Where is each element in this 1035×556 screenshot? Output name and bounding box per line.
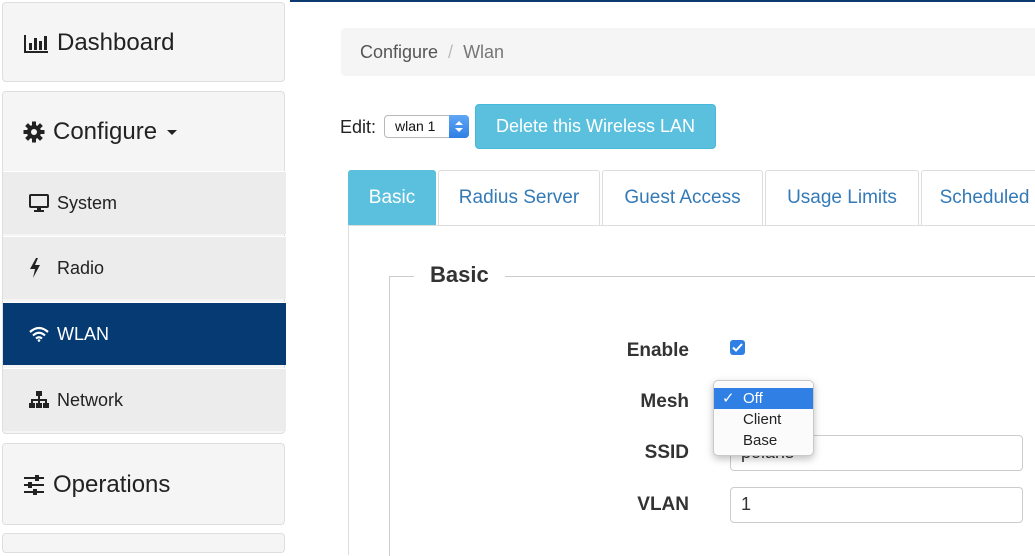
breadcrumb: Configure / Wlan bbox=[341, 28, 1035, 76]
basic-fieldset bbox=[389, 276, 1035, 556]
sidebar-item-label: Network bbox=[57, 389, 124, 410]
mesh-label: Mesh bbox=[640, 391, 689, 412]
sidebar-item-radio[interactable]: Radio bbox=[3, 236, 286, 299]
bar-chart-icon bbox=[23, 32, 49, 54]
wlan-select[interactable]: wlan 1 bbox=[384, 115, 469, 138]
vlan-label: VLAN bbox=[637, 494, 689, 515]
vlan-input[interactable]: 1 bbox=[730, 487, 1023, 523]
sidebar-item-label: WLAN bbox=[57, 323, 110, 344]
top-border bbox=[0, 0, 1035, 2]
mesh-option-label: Client bbox=[743, 411, 782, 428]
ssid-label: SSID bbox=[644, 442, 689, 463]
configure-panel: Configure System Radio bbox=[2, 91, 286, 434]
sidebar-item-label: Radio bbox=[57, 257, 105, 278]
sidebar-item-wlan[interactable]: WLAN bbox=[3, 302, 286, 365]
wlan-select-value: wlan 1 bbox=[395, 118, 436, 134]
breadcrumb-configure[interactable]: Configure bbox=[360, 41, 439, 62]
configure-toggle[interactable]: Configure bbox=[23, 118, 178, 146]
sliders-icon bbox=[23, 474, 45, 496]
dashboard-label: Dashboard bbox=[57, 29, 175, 56]
bolt-icon bbox=[29, 258, 51, 278]
sidebar-item-network[interactable]: Network bbox=[3, 368, 286, 431]
configure-label: Configure bbox=[53, 118, 158, 145]
tab-usage-limits[interactable]: Usage Limits bbox=[765, 170, 919, 225]
tab-radius-server[interactable]: Radius Server bbox=[438, 170, 600, 225]
tab-basic[interactable]: Basic bbox=[348, 170, 436, 225]
mesh-option-off[interactable]: ✓ Off bbox=[714, 388, 813, 409]
edit-label: Edit: bbox=[340, 117, 377, 137]
mesh-option-base[interactable]: Base bbox=[714, 430, 813, 451]
checkmark-icon: ✓ bbox=[722, 390, 735, 407]
mesh-option-label: Base bbox=[743, 432, 778, 449]
next-panel bbox=[2, 533, 285, 553]
tab-bar: Basic Radius Server Guest Access Usage L… bbox=[348, 170, 1035, 225]
mesh-dropdown[interactable]: ✓ Off Client Base bbox=[713, 380, 814, 456]
check-icon bbox=[732, 343, 743, 352]
fieldset-legend: Basic bbox=[414, 262, 505, 288]
operations-label: Operations bbox=[53, 471, 171, 498]
enable-label: Enable bbox=[626, 340, 689, 361]
sidebar-item-label: System bbox=[57, 192, 118, 213]
wifi-icon bbox=[29, 326, 51, 342]
sidebar-item-system[interactable]: System bbox=[3, 171, 286, 234]
mesh-option-client[interactable]: Client bbox=[714, 409, 813, 430]
caret-down-icon bbox=[167, 129, 178, 135]
sitemap-icon bbox=[29, 391, 51, 409]
mesh-option-label: Off bbox=[743, 390, 763, 407]
select-arrows-icon bbox=[449, 115, 469, 138]
breadcrumb-current: Wlan bbox=[463, 41, 505, 62]
dashboard-link[interactable]: Dashboard bbox=[23, 29, 174, 57]
monitor-icon bbox=[29, 194, 51, 212]
operations-link[interactable]: Operations bbox=[23, 471, 170, 499]
dashboard-panel[interactable]: Dashboard bbox=[2, 2, 285, 82]
enable-checkbox[interactable] bbox=[730, 340, 745, 355]
operations-panel[interactable]: Operations bbox=[2, 443, 285, 525]
gear-icon bbox=[23, 121, 45, 143]
sidebar: Dashboard bbox=[0, 0, 290, 553]
breadcrumb-separator: / bbox=[448, 41, 454, 62]
tab-scheduled[interactable]: Scheduled bbox=[921, 170, 1035, 225]
tab-guest-access[interactable]: Guest Access bbox=[602, 170, 763, 225]
delete-wlan-button[interactable]: Delete this Wireless LAN bbox=[475, 104, 716, 149]
